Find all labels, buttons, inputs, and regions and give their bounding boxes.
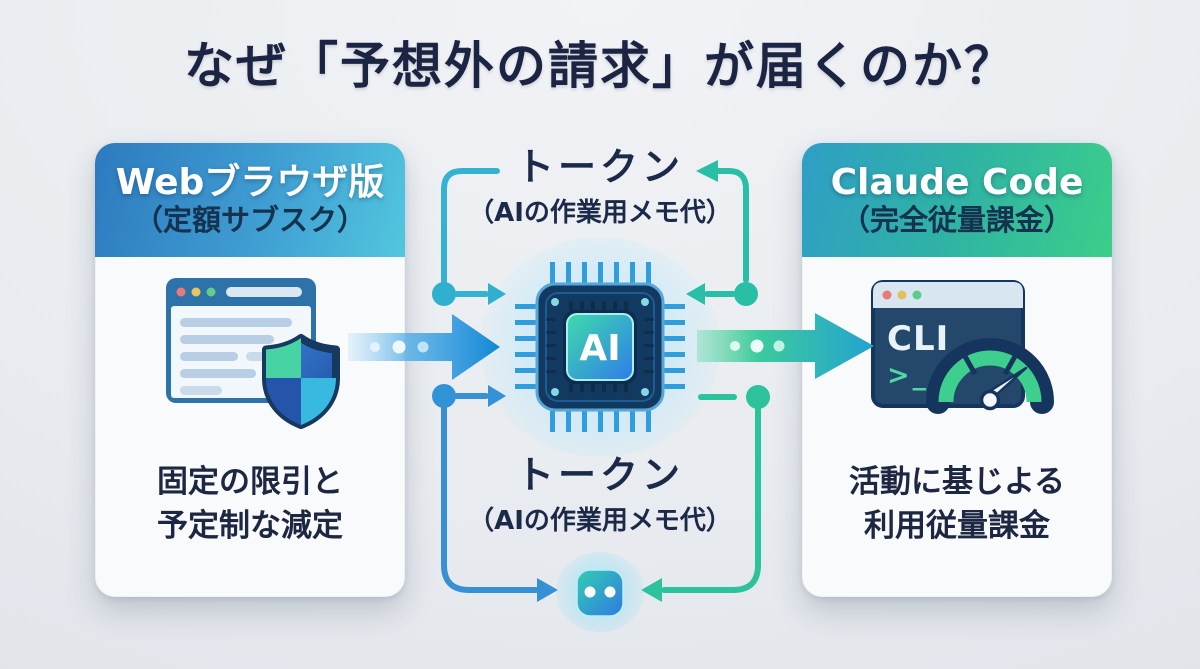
token-title: トークン [515, 453, 684, 497]
claude-code-card: Claude Code （完全従量課金） CLI >_ [802, 143, 1112, 597]
browser-shield-icon [166, 278, 340, 429]
web-browser-card-title: Webブラウザ版 [115, 161, 385, 203]
page-title: なぜ「予想外の請求」が届くのか？ [184, 37, 1016, 95]
chip-label: AI [579, 328, 620, 369]
web-browser-card-header: Webブラウザ版 （定額サブスク） [95, 143, 405, 257]
shield-icon [262, 334, 340, 429]
token-subtitle: （AIの作業用メモ代） [468, 197, 732, 228]
web-browser-card: Webブラウザ版 （定額サブスク） [95, 143, 405, 597]
claude-code-card-title: Claude Code [830, 161, 1084, 203]
claude-code-card-subtitle: （完全従量課金） [840, 203, 1073, 238]
gauge-icon [926, 338, 1054, 414]
web-browser-card-caption: 固定の限引と 予定制な減定 [96, 460, 404, 548]
ai-chip-icon: AI [515, 262, 685, 432]
token-title: トークン [515, 145, 684, 189]
web-browser-card-subtitle: （定額サブスク） [133, 203, 366, 238]
token-label-bottom: トークン （AIの作業用メモ代） [430, 453, 770, 537]
token-subtitle: （AIの作業用メモ代） [468, 505, 732, 536]
caption-line: 固定の限引と [157, 464, 343, 500]
claude-code-card-caption: 活動に基じよる 利用従量課金 [803, 460, 1111, 548]
caption-line: 予定制な減定 [157, 508, 343, 545]
token-label-top: トークン （AIの作業用メモ代） [430, 145, 770, 229]
caption-line: 活動に基じよる [848, 464, 1066, 500]
terminal-window-icon: CLI >_ [871, 280, 1025, 408]
claude-code-card-header: Claude Code （完全従量課金） [802, 143, 1112, 257]
cli-label: CLI [887, 319, 949, 359]
terminal-gauge-icon: CLI >_ [871, 280, 1054, 414]
caption-line: 利用従量課金 [864, 508, 1050, 545]
cli-prompt: >_ [887, 360, 929, 391]
chip-glow [480, 237, 720, 457]
bottom-node-icon [556, 552, 644, 632]
